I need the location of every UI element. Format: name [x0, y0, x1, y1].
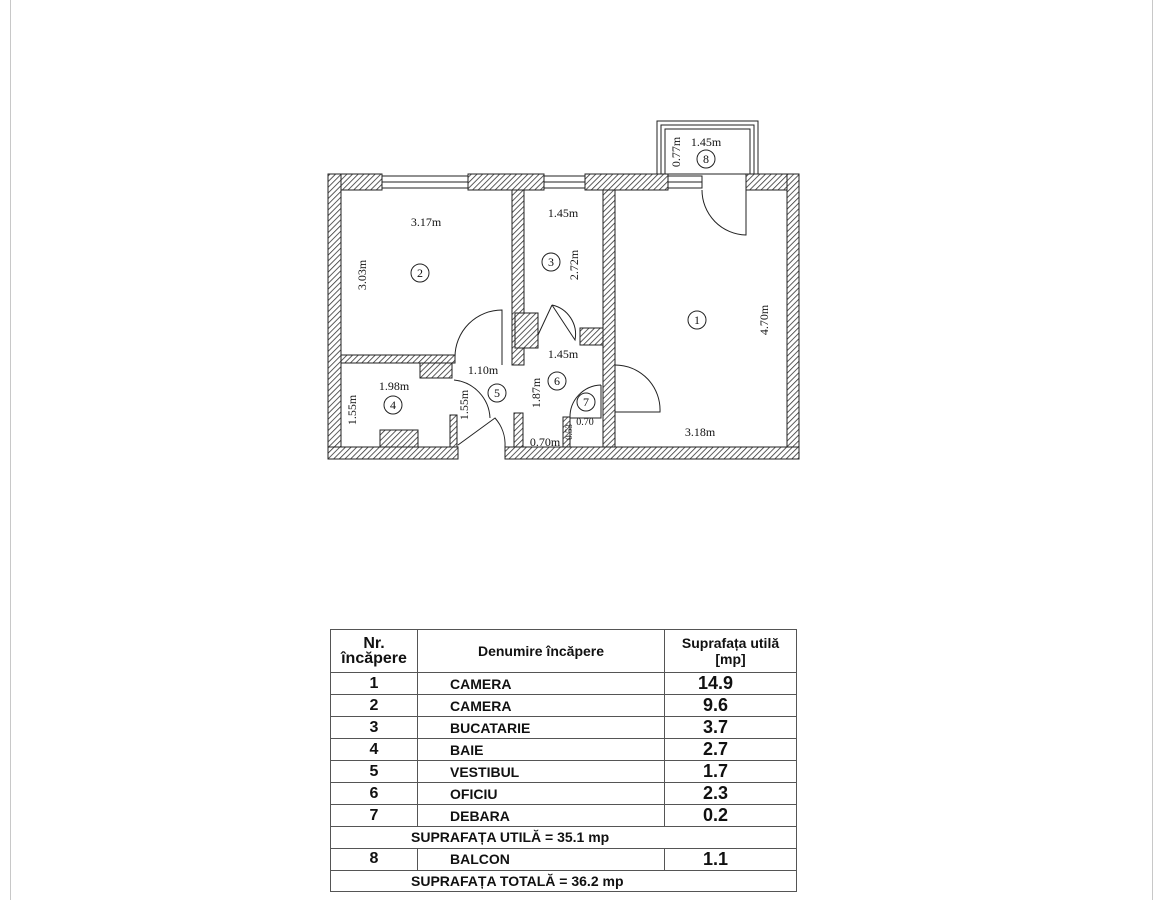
page-edge-left	[10, 0, 11, 900]
dimension: 4.70m	[757, 304, 771, 335]
dimension: 3.03m	[355, 259, 369, 290]
dimension: 1.98m	[379, 379, 410, 393]
page-edge-right	[1152, 0, 1153, 900]
dimension: 2.72m	[567, 249, 581, 280]
balcony	[656, 120, 759, 175]
column-header: Denumire încăpere	[417, 629, 665, 673]
room-number: 5	[494, 386, 500, 400]
room-number: 3	[548, 255, 554, 269]
dimension: 1.45m	[548, 206, 579, 220]
windows	[381, 175, 703, 189]
dimension: 1.45m	[691, 135, 722, 149]
grand-total-row: SUPRAFAȚA TOTALĂ = 36.2 mp	[330, 869, 797, 892]
dimension: 1.45m	[548, 347, 579, 361]
column-header: Suprafața utilă [mp]	[664, 629, 797, 673]
dimension: 3.18m	[685, 425, 716, 439]
room-number: 8	[703, 152, 709, 166]
dimension: 0.77m	[669, 136, 683, 167]
dimension: 0.53	[564, 424, 574, 440]
useful-area-total-row: SUPRAFAȚA UTILĂ = 35.1 mp	[330, 826, 797, 849]
dimension: 1.55m	[345, 394, 359, 425]
dimension: 1.55m	[457, 389, 471, 420]
doors	[453, 189, 747, 448]
table-header: Nr. încăpere Denumire încăpere Suprafața…	[330, 629, 797, 673]
room-area-table: Nr. încăpere Denumire încăpere Suprafața…	[330, 629, 797, 892]
dimension: 0.70m	[530, 435, 561, 449]
column-header: Nr. încăpere	[330, 629, 418, 673]
room-number: 6	[554, 374, 560, 388]
room-number: 2	[417, 266, 423, 280]
room-number: 7	[583, 395, 589, 409]
room-number: 4	[390, 398, 396, 412]
dimension: 1.87m	[529, 377, 543, 408]
dimension: 3.17m	[411, 215, 442, 229]
room-labels: 1 4.70m 3.18m 2 3.17m 3.03m 3 1.45m 2.72…	[345, 135, 771, 449]
dimension: 1.10m	[468, 363, 499, 377]
walls	[327, 173, 800, 460]
floor-plan: 1 4.70m 3.18m 2 3.17m 3.03m 3 1.45m 2.72…	[327, 120, 800, 460]
dimension: 0.70	[576, 417, 594, 428]
room-number: 1	[694, 313, 700, 327]
